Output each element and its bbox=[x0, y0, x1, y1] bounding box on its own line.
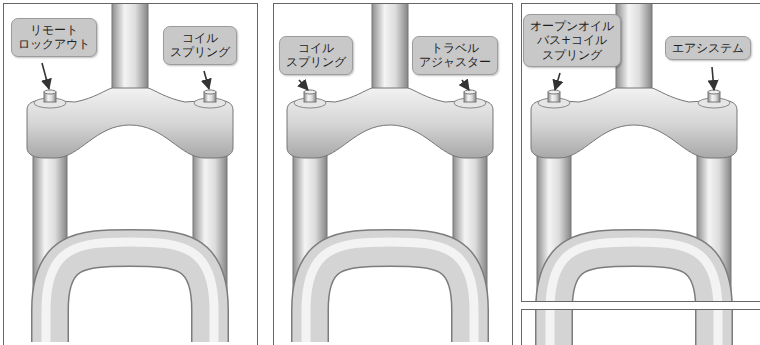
callout-label: コイル スプリング bbox=[170, 31, 230, 60]
callout-label: オープンオイル バス+コイル スプリング bbox=[530, 19, 614, 62]
leader-arrow bbox=[42, 63, 49, 89]
callout-box: リモート ロックアウト bbox=[11, 18, 97, 57]
callout-label: リモート ロックアウト bbox=[18, 23, 90, 52]
fork-drawing bbox=[287, 4, 493, 342]
leader-arrow bbox=[712, 67, 714, 90]
callout-box: トラベル アジャスター bbox=[412, 36, 498, 75]
callout-box: コイル スプリング bbox=[279, 36, 353, 75]
leader-arrow bbox=[204, 71, 209, 89]
callout-label: エアシステム bbox=[672, 41, 744, 55]
leader-arrow bbox=[555, 73, 560, 90]
leader-arrow bbox=[462, 80, 469, 90]
callout-label: トラベル アジャスター bbox=[419, 41, 491, 70]
callout-box: エアシステム bbox=[665, 36, 751, 60]
callout-label: コイル スプリング bbox=[286, 41, 346, 70]
callout-box: コイル スプリング bbox=[163, 26, 237, 65]
callout-box: オープンオイル バス+コイル スプリング bbox=[523, 14, 621, 67]
fork-drawing bbox=[531, 310, 737, 345]
leader-arrow bbox=[299, 80, 308, 90]
